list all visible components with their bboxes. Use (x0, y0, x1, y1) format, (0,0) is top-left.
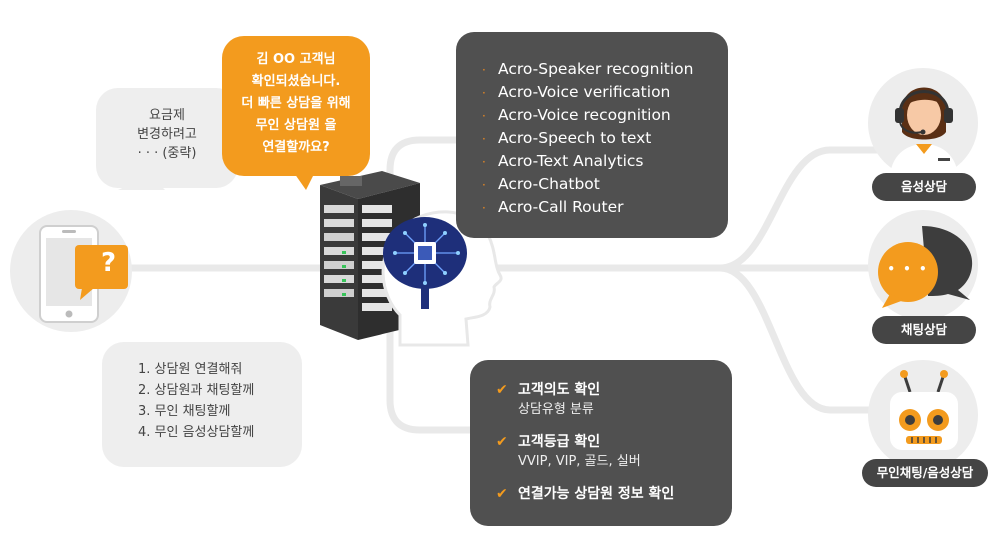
ai-brain-icon (381, 210, 503, 347)
check-item: ✔연결가능 상담원 정보 확인 (496, 486, 675, 502)
customer-bubble-line2: 변경하려고 (137, 127, 197, 142)
check-item: ✔고객등급 확인 VVIP, VIP, 골드, 실버 (496, 434, 641, 469)
technology-list: ·Acro-Speaker recognition ·Acro-Voice ve… (482, 58, 728, 219)
check-item: ✔고객의도 확인 상담유형 분류 (496, 382, 601, 417)
request-option: 3. 무인 채팅할께 (138, 404, 231, 419)
ai-bubble-line: 연결할까요? (262, 140, 330, 155)
request-options-bubble: 1. 상담원 연결해줘 2. 상담원과 채팅할께 3. 무인 채팅할께 4. 무… (102, 342, 302, 467)
ai-bubble-line: 더 빠른 상담을 위해 (241, 96, 351, 111)
ai-bubble-line: 김 OO 고객님 (256, 52, 336, 67)
technology-item: ·Acro-Voice recognition (482, 106, 671, 124)
check-icon: ✔ (496, 434, 508, 450)
technology-item: ·Acro-Voice verification (482, 83, 671, 101)
customer-bubble-line3: · · · (중략) (137, 146, 197, 161)
chat-bubble-icon (878, 226, 973, 308)
technology-item: ·Acro-Chatbot (482, 175, 600, 193)
technology-list-box: ·Acro-Speaker recognition ·Acro-Voice ve… (456, 32, 728, 238)
technology-item: ·Acro-Call Router (482, 198, 624, 216)
customer-speech-bubble: 요금제 변경하려고 · · · (중략) (96, 88, 238, 188)
technology-item: ·Acro-Text Analytics (482, 152, 644, 170)
ai-bubble-line: 확인되셨습니다. (251, 74, 341, 89)
ai-bubble-line: 무인 상담원 을 (255, 118, 337, 133)
channel-label-chat: 채팅상담 (872, 316, 976, 344)
request-option: 1. 상담원 연결해줘 (138, 362, 243, 377)
request-option: 4. 무인 음성상담할께 (138, 425, 255, 440)
check-icon: ✔ (496, 486, 508, 502)
channel-label-unmanned: 무인채팅/음성상담 (862, 459, 988, 487)
request-option: 2. 상담원과 채팅할께 (138, 383, 255, 398)
customer-bubble-line1: 요금제 (149, 108, 185, 123)
phone-question-mark: ? (100, 248, 117, 278)
check-icon: ✔ (496, 382, 508, 398)
verification-box: ✔고객의도 확인 상담유형 분류 ✔고객등급 확인 VVIP, VIP, 골드,… (470, 360, 732, 526)
technology-item: ·Acro-Speaker recognition (482, 60, 694, 78)
ai-speech-bubble: 김 OO 고객님 확인되셨습니다. 더 빠른 상담을 위해 무인 상담원 을 연… (222, 36, 370, 176)
chat-dots: • • • (887, 262, 929, 276)
robot-icon (890, 370, 958, 450)
channel-label-voice: 음성상담 (872, 173, 976, 201)
headset-agent-icon (890, 87, 958, 176)
technology-item: ·Acro-Speech to text (482, 129, 652, 147)
ai-bubble-tail (292, 170, 316, 190)
smartphone-icon (39, 225, 128, 323)
